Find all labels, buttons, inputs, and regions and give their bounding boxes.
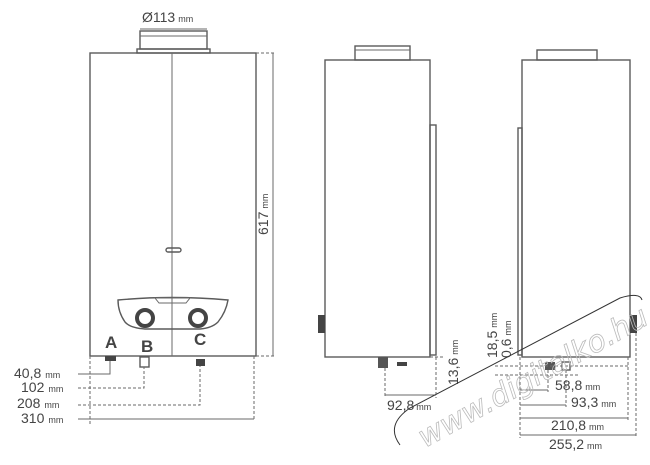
watermark-swoosh [393, 294, 643, 446]
front-body-outline [89, 52, 257, 357]
connection-label-b: B [141, 337, 153, 356]
depth-offset-dim: 13,6mm [445, 340, 461, 385]
front-handle [165, 247, 182, 253]
rear-knob [630, 315, 637, 333]
side-flue [354, 45, 411, 61]
side-knob [318, 315, 325, 333]
connector-a [105, 356, 116, 361]
side-body-outline [324, 59, 431, 358]
connection-label-a: A [105, 333, 117, 352]
connection-label-c: C [194, 330, 206, 349]
control-panel [117, 296, 229, 330]
knob-left [135, 308, 155, 328]
height-dim: 617mm [255, 194, 271, 235]
side-connector [378, 357, 388, 368]
rear-wall-bracket [517, 127, 523, 356]
offset-0-6-dim: 0,6mm [498, 321, 514, 358]
connector-c [196, 359, 205, 366]
flue-outlet [139, 30, 208, 50]
side-wall-bracket [429, 124, 437, 356]
rear-flue [536, 49, 598, 61]
offset-18-5-dim: 18,5mm [484, 313, 500, 358]
knob-right [188, 308, 208, 328]
connector-b [139, 356, 150, 368]
